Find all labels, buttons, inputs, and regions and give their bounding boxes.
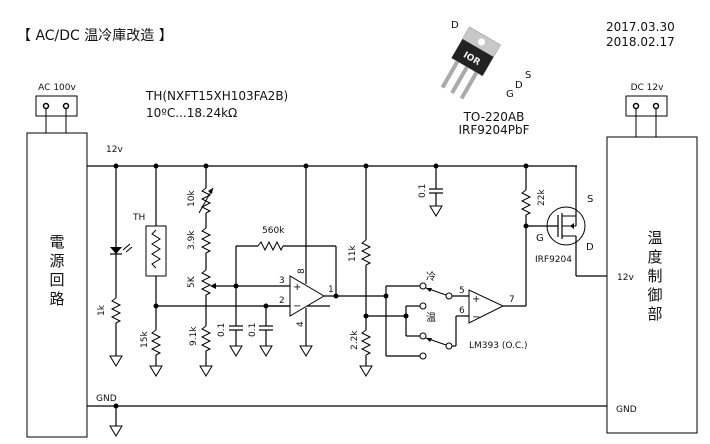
capacitor-c2-label: 0.1 — [248, 323, 258, 337]
control-gnd-label: GND — [616, 405, 637, 415]
power-block-char: 路 — [49, 290, 64, 308]
package-pin-d-tab-label: D — [451, 20, 459, 31]
rail-12v: 12v — [87, 145, 577, 167]
rail-gnd: GND — [87, 394, 607, 437]
pin-8-label: 8 — [297, 268, 307, 274]
mosfet-gate-label: G — [536, 233, 544, 244]
bypass-capacitor: 0.1 — [418, 163, 443, 217]
ac-connector: AC 100v — [35, 83, 78, 133]
thermistor-part-label: TH(NXFT15XH103FA2B) — [145, 89, 288, 103]
comparator-minus-sign: − — [472, 312, 480, 323]
page-title: 【 AC/DC 温冷庫改造 】 — [17, 27, 173, 44]
ac-connector-label: AC 100v — [38, 83, 76, 93]
comparator-plus-sign: + — [472, 294, 480, 305]
pin-6-label: 6 — [459, 306, 465, 316]
resistor-2-2k-label: 2.2k — [350, 330, 360, 350]
capacitor-c1-label: 0.1 — [217, 323, 227, 337]
mosfet-source-label: S — [587, 194, 593, 205]
package-part-label: IRF9204PbF — [458, 123, 529, 137]
resistor-3-9k-label: 3.9k — [187, 230, 197, 250]
rail-gnd-label: GND — [96, 394, 117, 404]
resistor-11k-label: 11k — [348, 245, 358, 262]
control-block-char: 度 — [647, 248, 662, 266]
thermistor-label: TH — [132, 213, 145, 223]
trimmer-10k-label: 10k — [187, 190, 197, 207]
rail-12v-label: 12v — [106, 145, 123, 155]
input-capacitors: 0.1 0.1 — [217, 246, 273, 357]
trimmer-5k-label: 5K — [187, 275, 197, 288]
power-block-char: 回 — [49, 271, 64, 289]
resistor-9-1k — [200, 325, 212, 352]
trimmer-5k — [200, 269, 212, 296]
package-pin-s-label: S — [525, 70, 531, 81]
resistor-22k-label: 22k — [537, 189, 547, 206]
divider-chain: 10k 3.9k 5K 9.1k — [187, 163, 236, 377]
pin-4-label: 4 — [296, 321, 306, 327]
resistor-1k — [110, 297, 122, 324]
dc-connector: DC 12v — [625, 83, 668, 137]
resistor-2-2k — [360, 329, 372, 356]
pin-2-label: 2 — [279, 296, 285, 306]
to220-package-image: D IOR S D G TO-220AB IRF9204PbF — [440, 20, 531, 137]
reference-divider: 11k 2.2k — [348, 163, 373, 377]
resistor-560k-label: 560k — [262, 226, 285, 236]
thermistor-spec-label: 10ºC...18.24kΩ — [146, 106, 237, 120]
comparator-lm393: + − 5 6 7 LM393 (O.C.) — [452, 286, 528, 351]
package-pin-d-label: D — [515, 80, 523, 91]
resistor-15k-label: 15k — [140, 331, 150, 348]
pin-7-label: 7 — [509, 295, 515, 305]
temperature-control-block: 温 度 制 御 部 12v GND — [606, 136, 698, 434]
power-supply-block: 電 源 回 路 — [26, 132, 88, 438]
package-name-label: TO-220AB — [463, 110, 525, 124]
resistor-15k — [150, 329, 162, 356]
pin-3-label: 3 — [279, 276, 285, 286]
led-icon — [110, 247, 122, 254]
mosfet-drain-label: D — [586, 242, 594, 253]
power-block-char: 電 — [49, 233, 64, 251]
led-branch: 1k — [97, 163, 133, 367]
opamp-plus-sign: + — [293, 282, 301, 293]
control-block-char: 部 — [647, 305, 662, 323]
switch-warm-label: 温 — [426, 312, 436, 324]
control-block-char: 温 — [647, 229, 662, 247]
control-block-char: 御 — [647, 286, 662, 304]
opamp-comparator-1: + − 3 2 8 4 1 — [236, 163, 366, 357]
resistor-3-9k — [200, 227, 212, 254]
date-created: 2017.03.30 — [606, 20, 675, 34]
switch-cold-label: 冷 — [426, 270, 436, 283]
resistor-11k — [360, 239, 372, 266]
package-pin-g-label: G — [506, 89, 514, 100]
thermistor-branch: TH 15k — [132, 163, 330, 377]
comparator-label: LM393 (O.C.) — [469, 341, 528, 351]
pin-5-label: 5 — [459, 286, 465, 296]
resistor-22k — [520, 189, 532, 216]
mosfet-icon — [546, 206, 586, 246]
resistor-9-1k-label: 9.1k — [189, 326, 199, 346]
dc-connector-label: DC 12v — [631, 83, 665, 93]
mosfet-stage: 22k S G D IRF9204 — [520, 163, 607, 306]
resistor-1k-label: 1k — [97, 304, 107, 316]
control-12v-label: 12v — [617, 273, 634, 283]
power-block-char: 源 — [49, 252, 64, 270]
pin-1-label: 1 — [328, 285, 334, 295]
opamp-minus-sign: − — [293, 301, 301, 312]
feedback-resistor: 560k — [236, 226, 337, 296]
date-revised: 2018.02.17 — [606, 35, 675, 49]
capacitor-c3-label: 0.1 — [418, 184, 428, 198]
mosfet-part-label: IRF9204 — [535, 255, 572, 265]
control-block-char: 制 — [647, 267, 662, 285]
mode-selector-switch: 冷 温 — [366, 270, 453, 360]
